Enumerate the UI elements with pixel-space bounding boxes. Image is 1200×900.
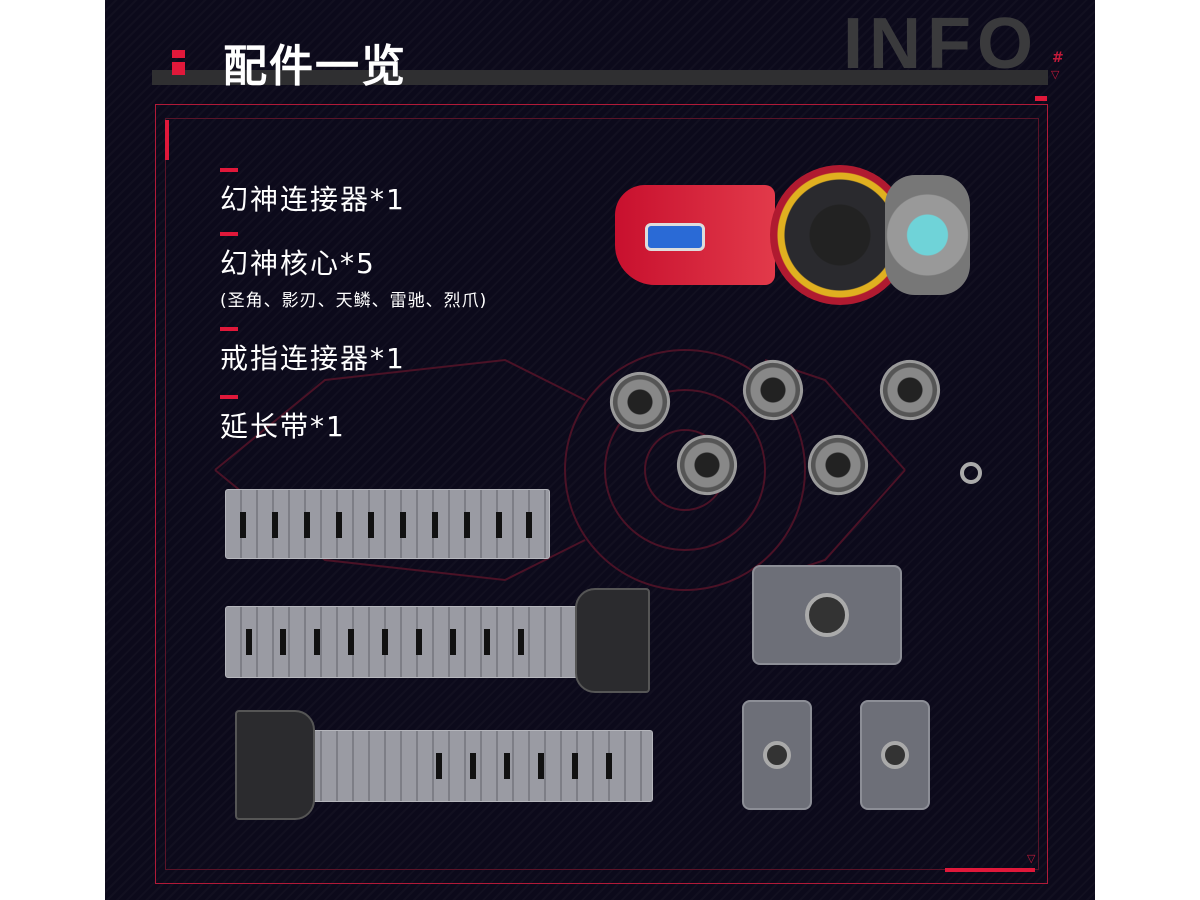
header-bar [152, 70, 1048, 85]
belt-plate-image [752, 565, 902, 665]
extension-belt-image [225, 489, 550, 559]
accent-square [172, 62, 185, 75]
item-label: 延长带*1 [220, 410, 346, 443]
info-watermark: INFO [843, 4, 1039, 84]
belt-buckle-image [575, 588, 650, 693]
belt-image [225, 606, 585, 678]
inner-frame [165, 118, 1039, 870]
item-label: 幻神连接器*1 [220, 183, 406, 216]
item-dash [220, 232, 238, 236]
connector-image [615, 155, 970, 315]
accent-mark [945, 868, 1035, 872]
info-panel: INFO 配件一览 # ▽ ▽ 幻神连接器*1 幻神核心*5 (圣角、影刃、天鳞… [105, 0, 1095, 900]
hash-icon: # [1052, 50, 1064, 66]
item-dash [220, 327, 238, 331]
item-label: 幻神核心*5 [220, 247, 376, 280]
item-dash [220, 168, 238, 172]
item-label: 戒指连接器*1 [220, 342, 406, 375]
belt-buckle-image [235, 710, 315, 820]
item-dash [220, 395, 238, 399]
triangle-icon: ▽ [1051, 68, 1060, 81]
content-frame [155, 104, 1048, 884]
accent-square [172, 50, 185, 58]
triangle-icon: ▽ [1027, 852, 1036, 865]
belt-clip-image [742, 700, 812, 810]
accent-mark [1035, 96, 1047, 101]
page-title: 配件一览 [223, 41, 407, 92]
item-sublabel: (圣角、影刃、天鳞、雷驰、烈爪) [220, 291, 488, 311]
belt-clip-image [860, 700, 930, 810]
accent-mark [165, 120, 169, 160]
ring-connector-image [960, 462, 982, 484]
belt-image [305, 730, 653, 802]
